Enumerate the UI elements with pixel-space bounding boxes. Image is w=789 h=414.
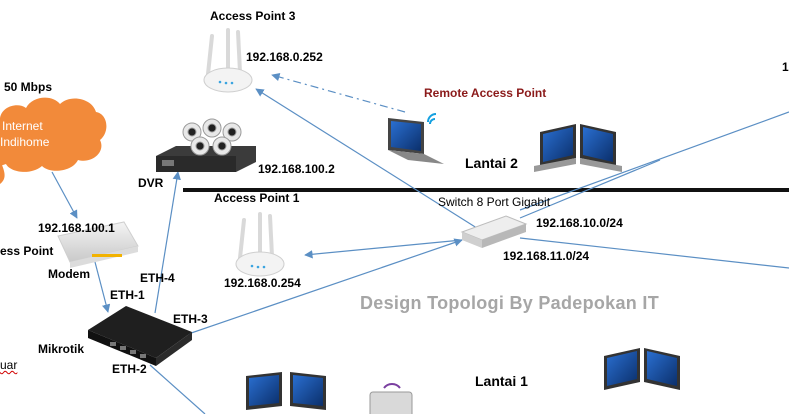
switch-net1: 192.168.10.0/24 xyxy=(536,216,623,230)
modem-side-label: ess Point xyxy=(0,244,54,258)
ap3-name: Access Point 3 xyxy=(210,9,296,23)
switch-8-port xyxy=(460,215,528,248)
lantai1-phone xyxy=(369,383,413,414)
link-mikrotik-switch-eth3 xyxy=(164,238,463,343)
modem-ip: 192.168.100.1 xyxy=(38,221,115,235)
link-remote-ap3 xyxy=(271,72,406,113)
ap1-ip: 192.168.0.254 xyxy=(224,276,301,290)
ap3-ip: 192.168.0.252 xyxy=(246,50,323,64)
access-point-1 xyxy=(235,212,285,277)
ap1-name: Access Point 1 xyxy=(214,191,300,205)
link-mikrotik-dvr-eth4 xyxy=(154,171,181,314)
mikrotik-name: Mikrotik xyxy=(38,342,85,356)
link-modem-mikrotik-eth1 xyxy=(94,261,111,313)
bandwidth-label: 50 Mbps xyxy=(4,80,53,94)
link-switch-lantai2 xyxy=(519,111,789,211)
lantai-1-label: Lantai 1 xyxy=(475,373,528,389)
corner-number: 1 xyxy=(782,60,789,74)
lantai1-laptops-right xyxy=(604,348,680,390)
dvr-device xyxy=(156,118,256,172)
modem-name: Modem xyxy=(48,267,90,281)
access-point-3 xyxy=(203,28,253,93)
switch-net2: 192.168.11.0/24 xyxy=(503,249,590,263)
mikrotik-routerboard xyxy=(88,306,192,366)
link-switch-ap1 xyxy=(304,239,463,259)
port-eth2-label: ETH-2 xyxy=(112,362,147,376)
remote-ap-label: Remote Access Point xyxy=(424,86,547,100)
cloud-label-line2: Indihome xyxy=(0,135,50,149)
port-eth4-label: ETH-4 xyxy=(140,271,175,285)
switch-name: Switch 8 Port Gigabit xyxy=(438,195,551,209)
link-switch-ap3 xyxy=(255,88,481,231)
cloud-label-line1: Internet xyxy=(2,119,43,133)
cctv-cameras xyxy=(182,118,242,156)
link-cloud-modem xyxy=(51,171,78,219)
link-switch-right xyxy=(519,237,789,269)
lantai-2-label: Lantai 2 xyxy=(465,155,518,171)
watermark-text: Design Topologi By Padepokan IT xyxy=(360,293,659,313)
link-switch-lantai2-b xyxy=(519,159,661,219)
mikrotik-side-label: uar xyxy=(0,358,18,372)
remote-laptop xyxy=(388,113,444,164)
dvr-ip: 192.168.100.2 xyxy=(258,162,335,176)
network-links xyxy=(51,72,789,414)
internet-cloud xyxy=(0,97,107,184)
port-eth3-label: ETH-3 xyxy=(173,312,208,326)
lantai2-laptops xyxy=(534,124,622,172)
port-eth1-label: ETH-1 xyxy=(110,288,145,302)
link-mikrotik-lantai1-eth2 xyxy=(149,364,206,414)
lantai1-laptop-left xyxy=(246,372,326,410)
dvr-name: DVR xyxy=(138,176,164,190)
modem-device xyxy=(57,221,139,268)
